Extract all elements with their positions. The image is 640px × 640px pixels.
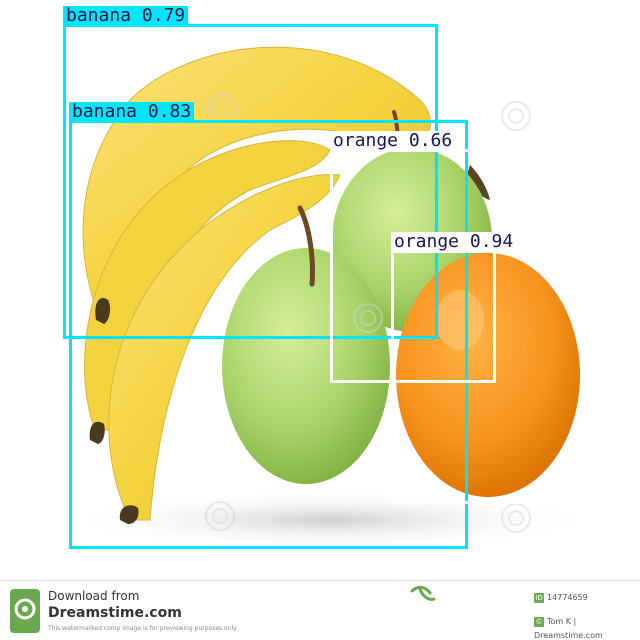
dreamstime-brand-text: Dreamstime.com — [48, 605, 182, 621]
orange-box-1-label: orange 0.66 — [330, 131, 456, 151]
orange-box-2-label: orange 0.94 — [391, 232, 517, 252]
watermark-note: This watermarked comp image is for previ… — [48, 625, 238, 632]
leaf-icon — [410, 585, 436, 601]
banana-box-2 — [69, 120, 468, 549]
image-id: 14774659 — [547, 593, 588, 602]
banana-box-1 — [63, 24, 438, 339]
banana-box-1-label: banana 0.79 — [63, 6, 189, 26]
credit-row: ©Tom K | Dreamstime.com — [534, 615, 640, 640]
photo-credit: Tom K | Dreamstime.com — [534, 617, 603, 640]
download-from-text: Download from — [48, 589, 140, 603]
id-icon: ID — [534, 592, 544, 603]
apple-front — [222, 205, 390, 484]
banana-box-2-label: banana 0.83 — [69, 102, 195, 122]
dreamstime-logo-icon — [10, 589, 40, 633]
orange-box-2 — [391, 250, 590, 504]
fruit-photo — [60, 46, 600, 550]
watermark-footer: Download from Dreamstime.com This waterm… — [0, 580, 640, 640]
orange-fruit — [396, 253, 580, 497]
watermark-swirls — [205, 93, 531, 533]
copyright-icon: © — [534, 616, 544, 627]
